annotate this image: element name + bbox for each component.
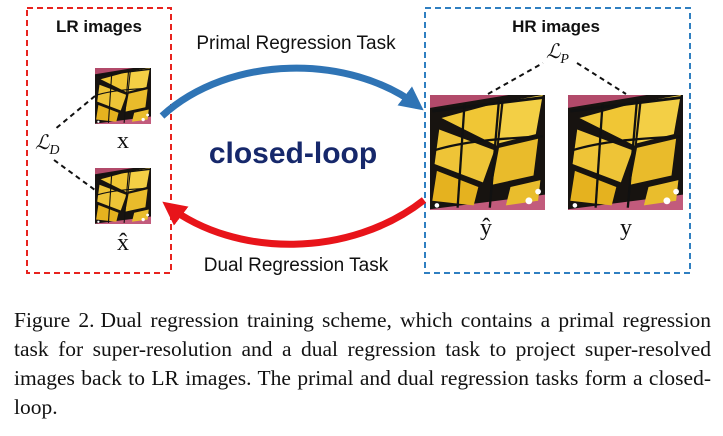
hr-images-title: HR images — [512, 17, 600, 36]
loss-dual-label: ℒD — [35, 132, 60, 158]
lr-images-title: LR images — [56, 17, 142, 36]
primal-task-label: Primal Regression Task — [196, 33, 396, 54]
closed-loop-label: closed-loop — [209, 137, 377, 170]
dual-task-label: Dual Regression Task — [204, 255, 389, 276]
figure-label: Figure 2. — [14, 308, 95, 332]
label-x-hat: x̂ — [117, 230, 129, 256]
label-x: x — [117, 128, 129, 154]
loss-primal-label: ℒP — [546, 41, 569, 67]
loss-primal-dashed-lines — [487, 62, 627, 95]
lr-images-box — [26, 7, 172, 274]
hr-image-y — [568, 95, 683, 210]
loss-dual-dashed-lines — [53, 95, 96, 191]
primal-task-arrow — [159, 64, 424, 119]
caption-text: Dual regression training scheme, which c… — [14, 308, 712, 419]
lr-image-x — [95, 68, 151, 124]
dual-task-arrow — [162, 197, 427, 248]
hr-images-box — [424, 7, 691, 274]
hr-image-y-hat — [430, 95, 545, 210]
lr-image-x-hat — [95, 168, 151, 224]
label-y: y — [620, 215, 632, 241]
figure-caption: Figure 2.Dual regression training scheme… — [14, 306, 711, 422]
label-y-hat: ŷ — [480, 215, 492, 241]
